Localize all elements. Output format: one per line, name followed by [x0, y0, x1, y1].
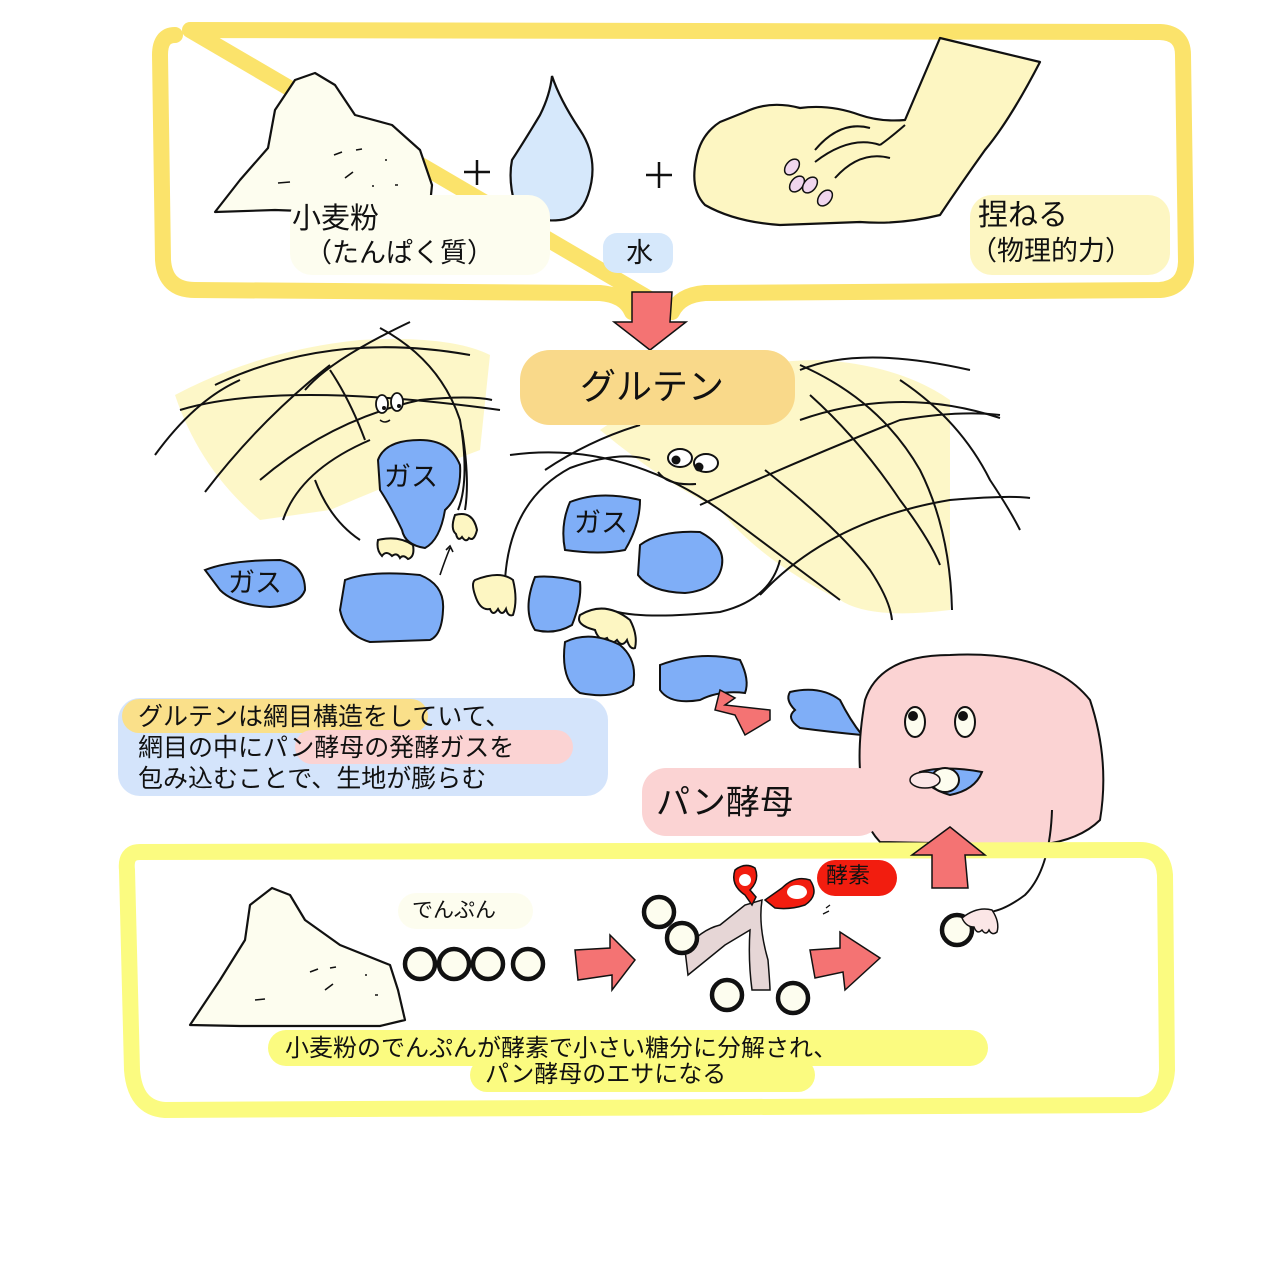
glucose-molecule-icon — [641, 894, 975, 1016]
explanation-highlight-yeast — [295, 730, 573, 764]
water-label-bg — [603, 233, 673, 273]
bottom-frame — [118, 842, 1175, 1118]
enzyme-label: 酵素 — [826, 864, 871, 889]
bottom-caption-line-2: パン酵母のエサになる — [485, 1060, 727, 1088]
arrow-right-icon — [809, 930, 882, 992]
scissors-icon — [684, 864, 831, 991]
enzyme-badge-bg — [817, 860, 897, 896]
explanation-text: 網目の中に — [138, 733, 264, 762]
gas-label: ガス — [228, 568, 282, 599]
gas-bubble-icon — [203, 438, 865, 737]
explanation-text: をしていて、 — [363, 702, 511, 731]
explanation-highlight-text: パン酵母の発酵ガス — [263, 733, 490, 762]
yeast-character-icon — [858, 653, 1105, 913]
top-frame — [152, 22, 1194, 320]
arrow-left-icon — [714, 688, 771, 737]
gluten-face-icon — [375, 392, 719, 486]
arrow-down-icon — [611, 291, 689, 351]
bottom-caption-line-1: 小麦粉のでんぷんが酵素で小さい糖分に分解され、 — [285, 1034, 838, 1062]
starch-label: でんぷん — [412, 898, 496, 922]
gas-label: ガス — [574, 508, 628, 539]
flour-label: 小麦粉 — [292, 201, 380, 235]
knead-sublabel: （物理的力） — [970, 236, 1132, 267]
explanation-highlight-text: グルテンは網目構造 — [138, 702, 364, 731]
explanation-line-2: 網目の中にパン酵母の発酵ガスを — [138, 734, 514, 762]
gluten-title: グルテン — [580, 367, 725, 408]
explanation-highlight-gluten — [122, 699, 428, 733]
flour-label-bg — [290, 195, 550, 275]
water-label: 水 — [626, 238, 653, 269]
flour-pile-bottom-icon — [188, 886, 407, 1028]
kneading-hand-icon — [693, 36, 1042, 227]
arrow-right-icon — [574, 933, 636, 993]
hand-icon — [376, 513, 637, 650]
flour-pile-icon — [213, 71, 434, 214]
explanation-text: を — [489, 733, 515, 762]
bottom-caption-bg-2 — [470, 1058, 815, 1092]
yeast-label: パン酵母 — [656, 783, 794, 823]
arrow-up-icon — [909, 826, 988, 889]
yeast-hand-icon — [961, 908, 999, 935]
yeast-label-bg — [642, 768, 882, 836]
gluten-title-bg — [520, 350, 795, 425]
knead-label: 捏ねる — [978, 198, 1068, 233]
starch-chain-icon — [402, 946, 546, 982]
gas-label: ガス — [384, 462, 438, 493]
explanation-line-1: グルテンは網目構造をしていて、 — [138, 703, 510, 731]
explanation-line-3: 包み込むことで、生地が膨らむ — [138, 764, 487, 793]
plus-sign — [464, 160, 672, 188]
knead-label-bg — [970, 195, 1170, 275]
flour-sublabel: （たんぱく質） — [305, 238, 494, 269]
starch-label-bg — [398, 893, 533, 929]
